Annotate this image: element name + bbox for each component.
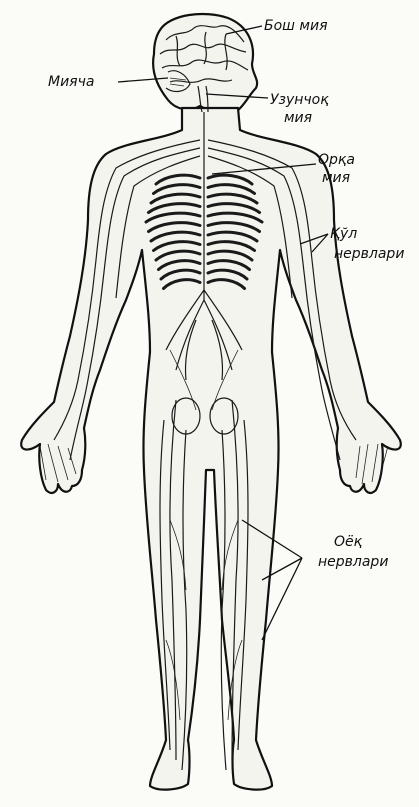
label-spinal-line1: Орқа bbox=[318, 152, 355, 168]
label-cerebellum: Мияча bbox=[48, 74, 94, 90]
label-brain: Бош мия bbox=[264, 18, 328, 34]
label-spinal-line2: мия bbox=[322, 170, 350, 186]
label-leg-nerves-line2: нервлари bbox=[318, 554, 388, 570]
body-outline bbox=[21, 14, 401, 790]
label-arm-nerves-line1: Қўл bbox=[330, 226, 357, 242]
label-medulla-line1: Узунчоқ bbox=[270, 92, 329, 108]
label-medulla-line2: мия bbox=[284, 110, 312, 126]
label-leg-nerves-line1: Оёқ bbox=[334, 534, 363, 550]
label-arm-nerves-line2: нервлари bbox=[334, 246, 404, 262]
